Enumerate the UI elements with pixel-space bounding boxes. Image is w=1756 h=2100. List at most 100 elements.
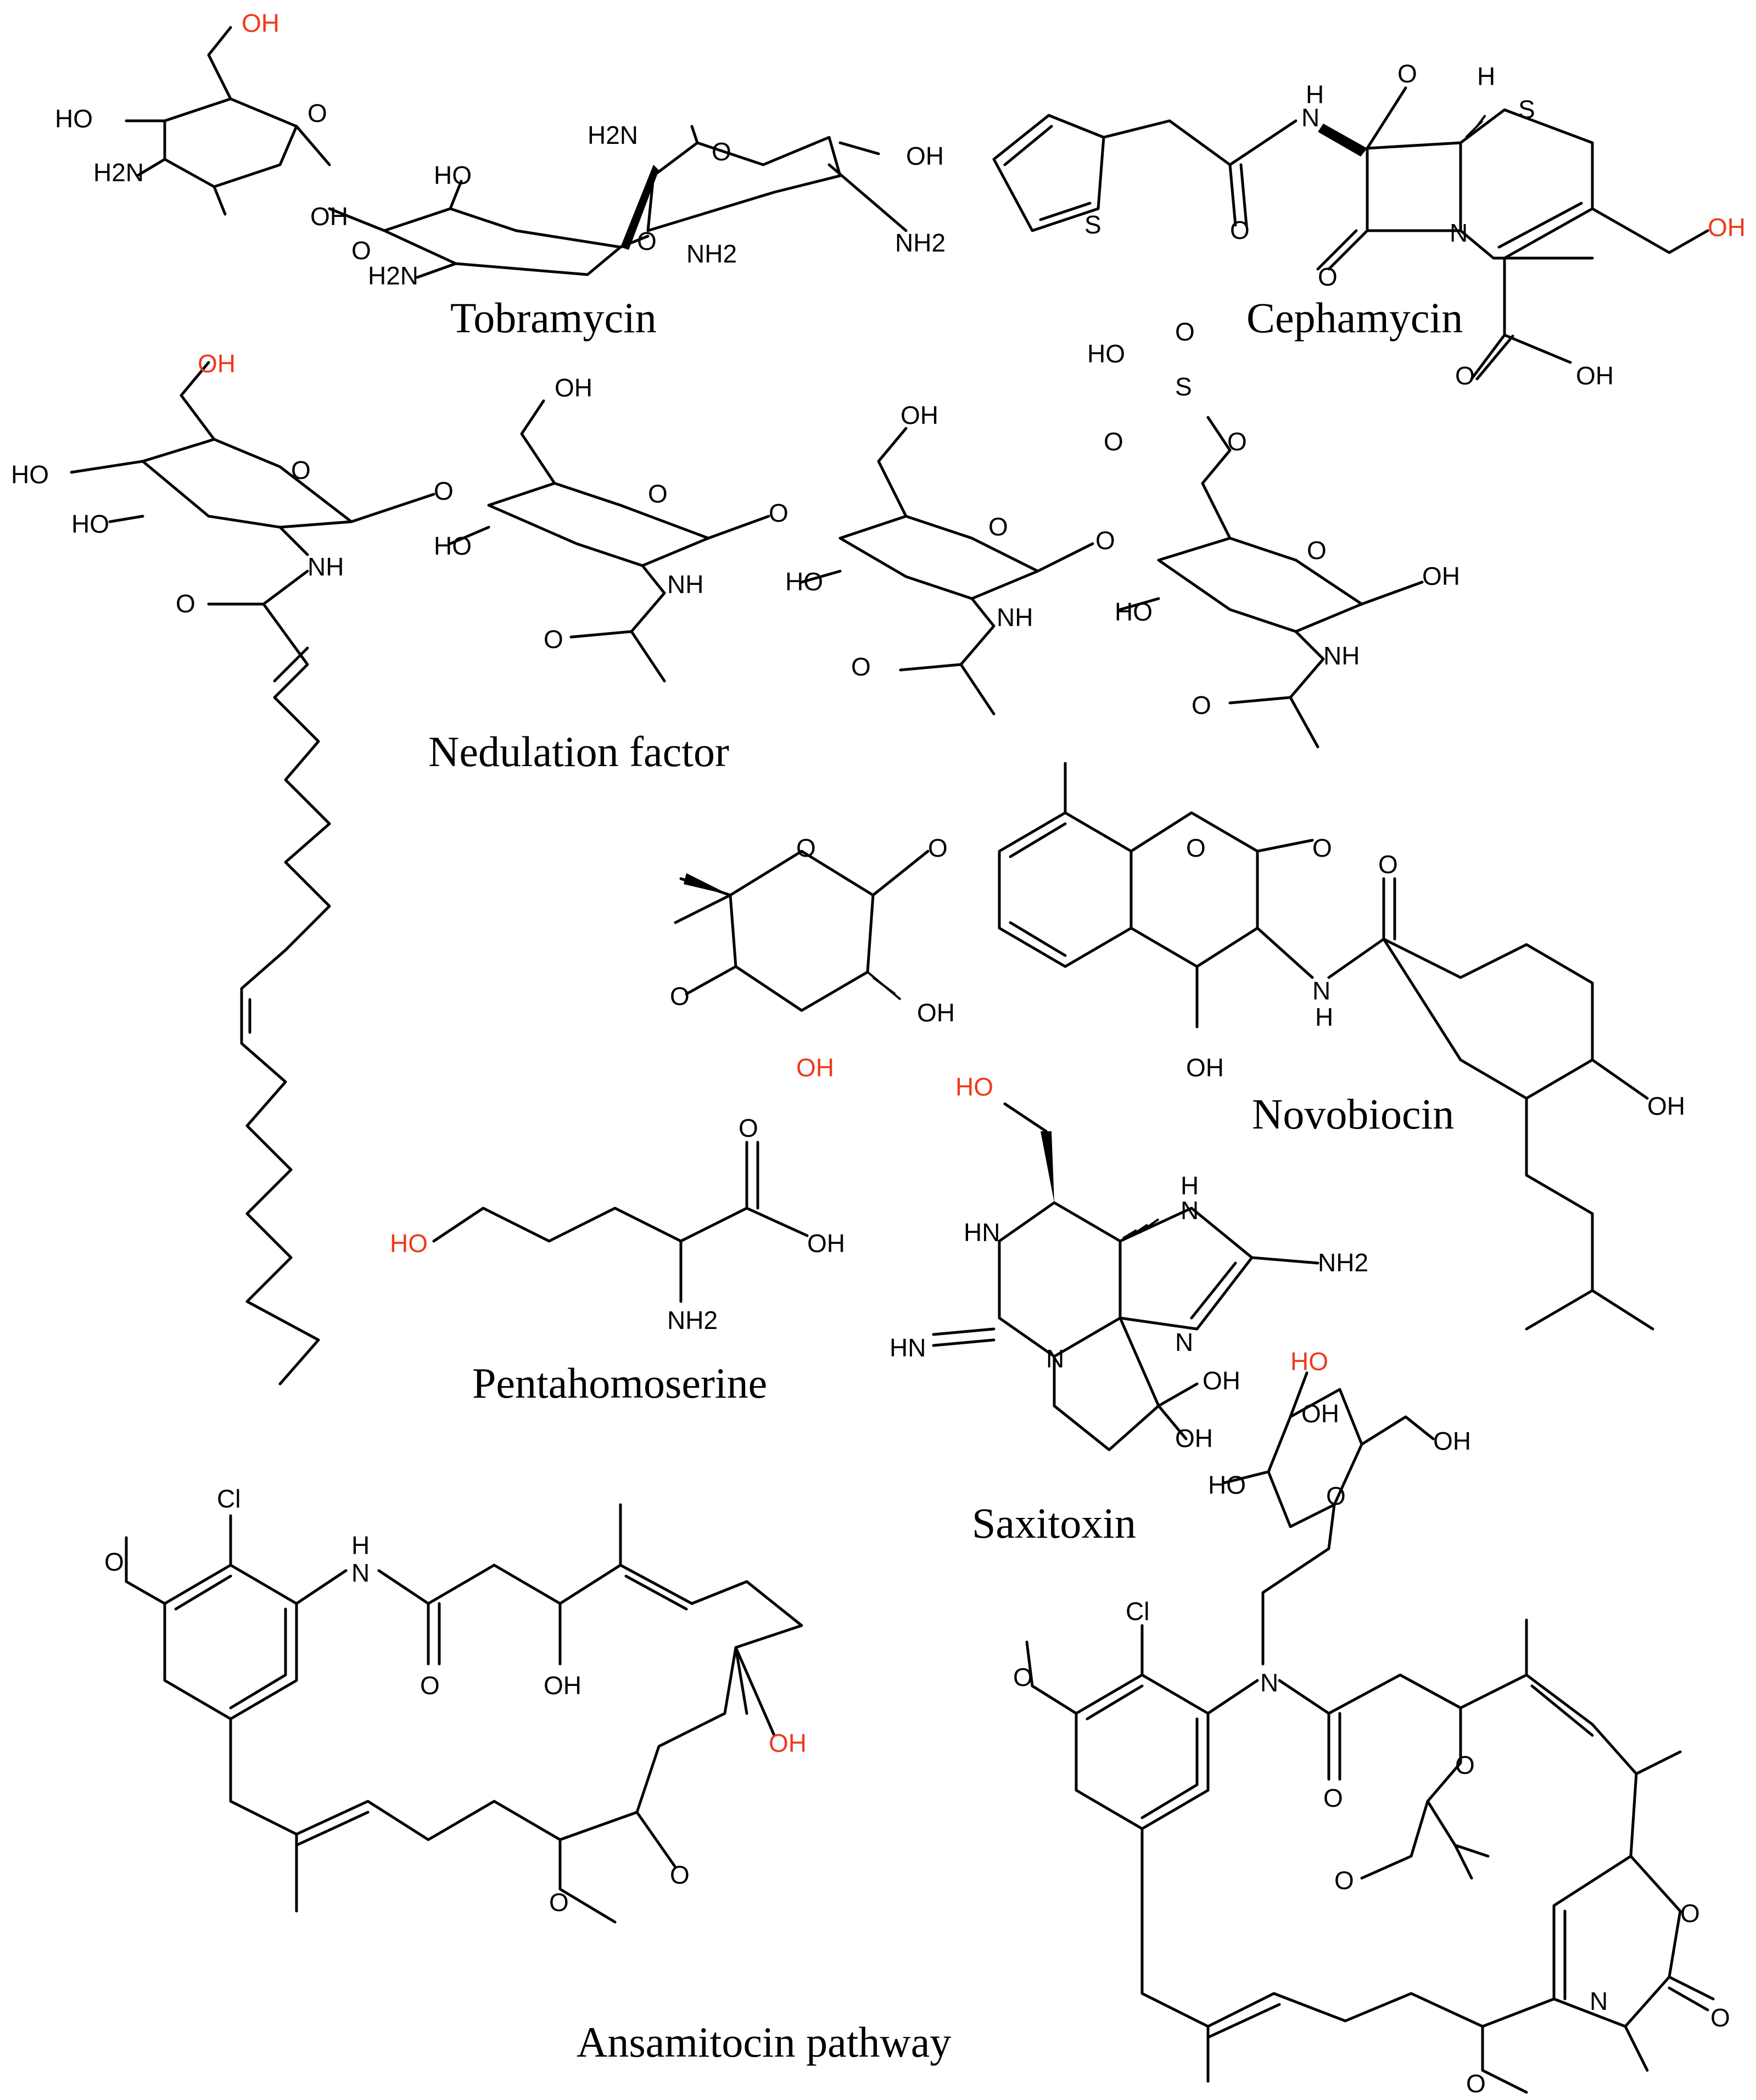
atom-ho-ansamitocin-right-2: HO	[1208, 1471, 1246, 1499]
atom-oh-ansamitocin-right-1: OH	[1301, 1399, 1339, 1428]
atom-h-ceph-nh: H	[1306, 80, 1324, 109]
atom-o-ansamitocin-right-amide: O	[1323, 1784, 1343, 1812]
atom-cl-ansamitocin-right: Cl	[1126, 1597, 1149, 1626]
atom-hn-saxitoxin-1: HN	[964, 1218, 1000, 1247]
atom-o-ceph-acid: O	[1455, 361, 1475, 390]
atom-ho-tob: HO	[55, 104, 93, 133]
atom-ho-nod-1a: HO	[11, 460, 49, 489]
atom-o-tob-link1: O	[351, 236, 371, 265]
atom-oh-nod-2: OH	[555, 373, 592, 402]
atom-o-tob-ring1: O	[307, 99, 327, 127]
atom-o-nod-amide2: O	[544, 625, 563, 654]
ansamitocin-right-structure: HO OH OH HO O Cl O N O O O O N O O	[1013, 1347, 1730, 2098]
novobiocin-structure: O O O OH OH O O OH N H O OH Novobiocin	[670, 762, 1685, 1331]
atom-o-ceph-methoxy: O	[1397, 59, 1417, 88]
pentahomoserine-structure: HO O OH NH2 Pentahomoserine	[390, 1114, 845, 1407]
atom-oh-novo-3: OH	[1186, 1053, 1224, 1082]
atom-oh-saxitoxin-1: OH	[1203, 1366, 1240, 1395]
atom-o-tob-link2: O	[637, 227, 657, 255]
atom-o-ansamitocin-left-methoxy2: O	[549, 1888, 569, 1917]
atom-nh-nod-4: NH	[1323, 641, 1360, 670]
atom-ho-saxitoxin: HO	[955, 1073, 993, 1101]
atom-o-novo-amide: O	[1378, 850, 1398, 879]
atom-ho-nod-3: HO	[785, 567, 823, 596]
atom-o-nod-link1: O	[434, 477, 454, 505]
atom-o-nod-ring3: O	[988, 512, 1008, 541]
atom-s-nod-sulfo: S	[1175, 372, 1192, 401]
atom-o-nod-ring1: O	[291, 456, 311, 484]
atom-nh2-pentahomoserine: NH2	[667, 1306, 718, 1334]
atom-oh-novo-4: OH	[1647, 1092, 1685, 1120]
atom-oh-nod-1: OH	[198, 349, 236, 378]
atom-n-ansamitocin-right-ring: N	[1590, 1987, 1608, 2015]
title-tobramycin: Tobramycin	[450, 294, 657, 342]
atom-s-ceph-ring: S	[1518, 95, 1535, 124]
atom-o-nod-sulfo2: O	[1104, 427, 1123, 456]
atom-o-tob-ring3: O	[712, 137, 731, 166]
atom-o-nod-amide1: O	[176, 589, 195, 618]
atom-oh-ansamitocin-right-2: OH	[1433, 1427, 1471, 1455]
atom-oh-novo-2: OH	[796, 1053, 834, 1082]
atom-hn-saxitoxin-2: HN	[890, 1333, 926, 1362]
atom-nh-nod-1: NH	[307, 552, 344, 581]
atom-oh-ansamitocin-left-1: OH	[544, 1671, 581, 1700]
atom-nh-nod-3: NH	[997, 603, 1033, 632]
atom-o-novo-lactone: O	[1186, 834, 1206, 862]
atom-h-ansamitocin-left: H	[351, 1531, 370, 1560]
atom-o-nod-sulfo3: O	[1227, 427, 1247, 456]
nodulation-factor-structure: OH HO HO O NH O O OH HO O NH O O OH HO O…	[11, 317, 1460, 1386]
cephamycin-structure: S O N H O H S N O OH O OH Cephamycin	[992, 59, 1746, 390]
atom-o-ansamitocin-right-methoxy2: O	[1466, 2069, 1486, 2098]
atom-o-novo-sugar: O	[796, 834, 816, 862]
atom-o-ansamitocin-left-amide: O	[420, 1671, 440, 1700]
atom-oh-tob-3: OH	[906, 142, 944, 170]
atom-o-ansamitocin-right-ester: O	[1455, 1751, 1475, 1779]
atom-o-ansamitocin-right-ring: O	[1680, 1899, 1700, 1928]
atom-o-novo-methoxy: O	[670, 982, 690, 1010]
atom-ho-pentahomoserine: HO	[390, 1229, 428, 1258]
atom-h-ceph-stereo: H	[1477, 62, 1495, 91]
atom-h2n-tob-2: H2N	[368, 261, 418, 290]
atom-nh2-tob-2: NH2	[686, 239, 737, 268]
atom-o-ansamitocin-left-ketone: O	[670, 1861, 690, 1889]
atom-nh-nod-2: NH	[667, 570, 703, 599]
atom-o-ansamitocin-right-ester2: O	[1334, 1866, 1354, 1895]
atom-n-ceph: N	[1301, 103, 1319, 132]
atom-o-nod-sulfo1: O	[1175, 317, 1195, 346]
atom-h-novo-nh: H	[1315, 1003, 1333, 1031]
atom-n-saxitoxin-1: N	[1046, 1344, 1064, 1373]
atom-nh2-tob-3: NH2	[895, 228, 946, 257]
atom-n-ceph-ring: N	[1450, 219, 1468, 247]
atom-o-nod-link3: O	[1095, 526, 1115, 555]
atom-o-ceph-amide: O	[1230, 216, 1250, 244]
atom-o-ansamitocin-left-methoxy: O	[104, 1548, 124, 1576]
atom-o-ansamitocin-right-methoxy: O	[1013, 1663, 1033, 1691]
atom-h2n-tob-1: H2N	[93, 158, 144, 187]
atom-o-ceph-lactam: O	[1318, 262, 1338, 291]
atom-h2n-tob-3: H2N	[588, 121, 638, 149]
atom-nh2-saxitoxin: NH2	[1318, 1248, 1368, 1277]
atom-oh-nod-3: OH	[901, 401, 938, 429]
atom-h-saxitoxin: H	[1181, 1171, 1199, 1200]
title-novobiocin: Novobiocin	[1252, 1090, 1454, 1138]
title-saxitoxin: Saxitoxin	[972, 1499, 1136, 1547]
atom-o-nod-amide3: O	[851, 652, 871, 681]
atom-oh-saxitoxin-2: OH	[1175, 1424, 1213, 1453]
atom-nh-novo: N	[1312, 976, 1330, 1005]
title-nodulation-factor: Nedulation factor	[428, 728, 729, 775]
atom-oh-ansamitocin-left-2: OH	[769, 1729, 807, 1757]
atom-o-ansamitocin-right-carbonyl: O	[1710, 2003, 1730, 2032]
atom-n-saxitoxin-3: N	[1175, 1328, 1193, 1356]
atom-oh-ceph: OH	[1708, 213, 1746, 242]
atom-n-saxitoxin-2: N	[1181, 1196, 1199, 1225]
title-cephamycin: Cephamycin	[1246, 294, 1463, 342]
title-pentahomoserine: Pentahomoserine	[472, 1359, 767, 1407]
atom-oh-nod-4: OH	[1422, 562, 1460, 590]
atom-ho-nod-4: HO	[1115, 597, 1153, 626]
atom-o-nod-ring2: O	[648, 479, 668, 508]
saxitoxin-structure: HO HN HN N H N NH2 N OH OH Saxitoxin	[890, 1073, 1368, 1547]
atom-oh-tob-top: OH	[242, 9, 279, 37]
atom-cl-ansamitocin-left: Cl	[217, 1484, 241, 1513]
